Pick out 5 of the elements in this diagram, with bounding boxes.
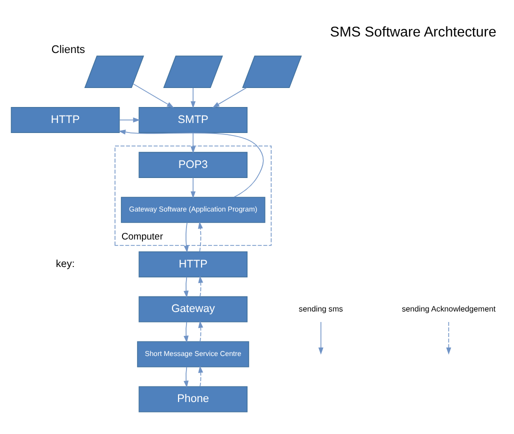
label: key: xyxy=(56,259,75,270)
legend-label: sending sms xyxy=(298,304,344,314)
node-label: Clients xyxy=(51,44,86,56)
legend-label: sending Acknowledgement xyxy=(402,304,496,314)
diagram-title: SMS Software Archtecture xyxy=(330,24,496,41)
